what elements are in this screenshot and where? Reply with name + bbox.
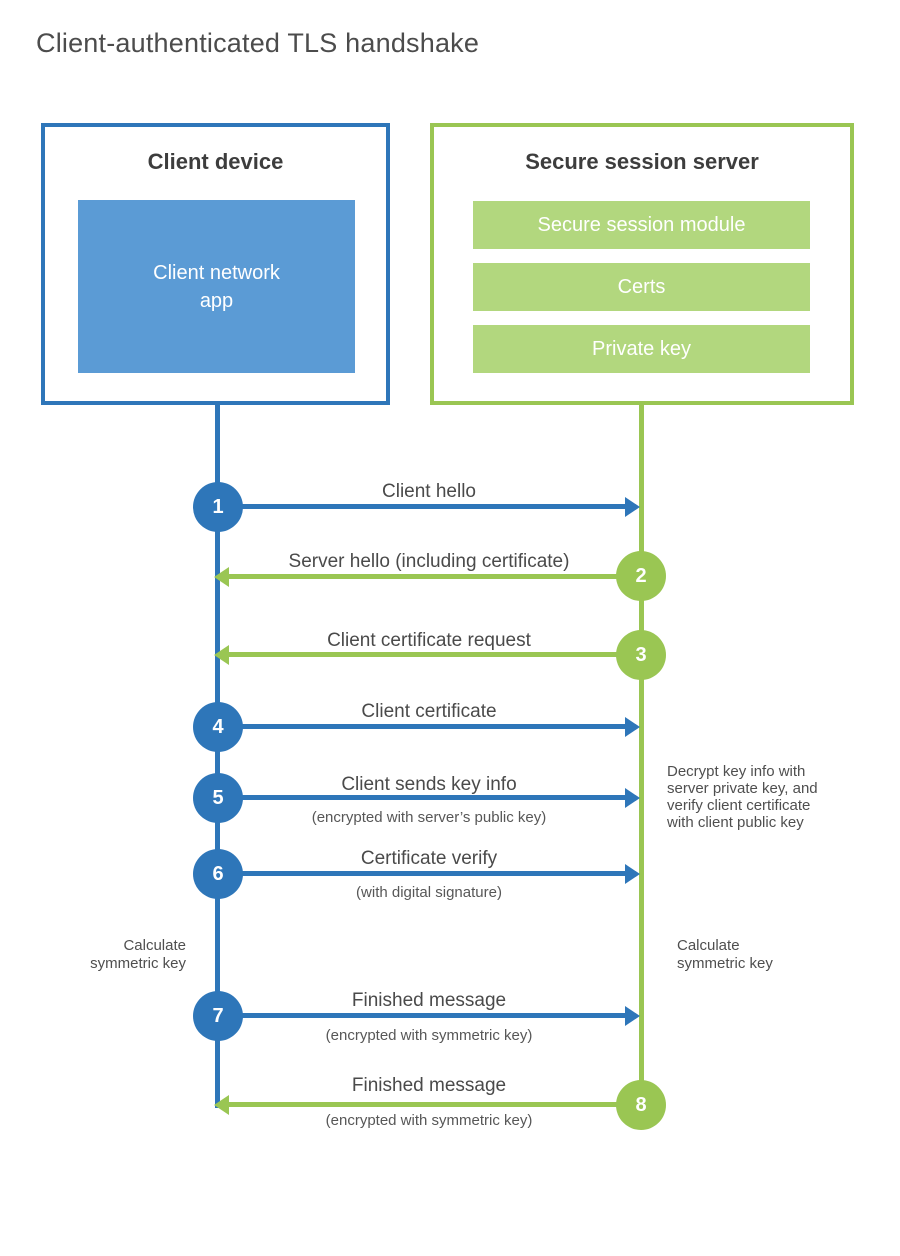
step-badge: 8 (616, 1080, 666, 1130)
message-line (218, 504, 625, 509)
message-line (218, 1013, 625, 1018)
calculate-symmetric-key-right: Calculate symmetric key (677, 937, 773, 972)
step-badge: 5 (193, 773, 243, 823)
message-label: Certificate verify (360, 848, 498, 869)
message-label: Server hello (including certificate) (288, 551, 570, 572)
message-label: Client sends key info (341, 774, 517, 795)
message-line (229, 574, 641, 579)
client-lifeline (215, 404, 220, 1108)
step-badge: 3 (616, 630, 666, 680)
arrow-right-icon (625, 497, 640, 517)
message-line (229, 1102, 641, 1107)
calculate-symmetric-key-left: Calculate symmetric key (90, 937, 186, 972)
step-badge: 2 (616, 551, 666, 601)
message-label: Client certificate (361, 701, 497, 722)
message-label: Finished message (351, 990, 507, 1011)
message-label: Finished message (351, 1075, 507, 1096)
message-sublabel: (encrypted with symmetric key) (325, 1112, 533, 1129)
message-label: Client certificate request (327, 630, 531, 651)
arrow-right-icon (625, 1006, 640, 1026)
arrow-left-icon (214, 567, 229, 587)
step-badge: 4 (193, 702, 243, 752)
message-line (218, 724, 625, 729)
arrow-right-icon (625, 717, 640, 737)
step-badge: 1 (193, 482, 243, 532)
client-network-app-label: Client network app (153, 261, 280, 312)
page-title: Client-authenticated TLS handshake (36, 28, 480, 58)
arrow-left-icon (214, 1095, 229, 1115)
arrow-left-icon (214, 645, 229, 665)
message-sublabel: (with digital signature) (356, 884, 502, 901)
message-sublabel: (encrypted with symmetric key) (325, 1027, 533, 1044)
decrypt-note: Decrypt key info with server private key… (667, 763, 818, 831)
client-network-app-block: Client network app (78, 200, 355, 373)
message-sublabel: (encrypted with server’s public key) (311, 809, 547, 826)
message-label: Client hello (382, 481, 476, 502)
message-line (218, 871, 625, 876)
client-device-title: Client device (147, 149, 284, 174)
arrow-right-icon (625, 864, 640, 884)
server-module-secure-session: Secure session module (473, 201, 810, 249)
server-module-private-key: Private key (473, 325, 810, 373)
message-line (218, 795, 625, 800)
arrow-right-icon (625, 788, 640, 808)
server-lifeline (639, 404, 644, 1105)
step-badge: 6 (193, 849, 243, 899)
step-badge: 7 (193, 991, 243, 1041)
message-line (229, 652, 641, 657)
secure-session-server-title: Secure session server (525, 149, 759, 174)
server-module-certs: Certs (473, 263, 810, 311)
